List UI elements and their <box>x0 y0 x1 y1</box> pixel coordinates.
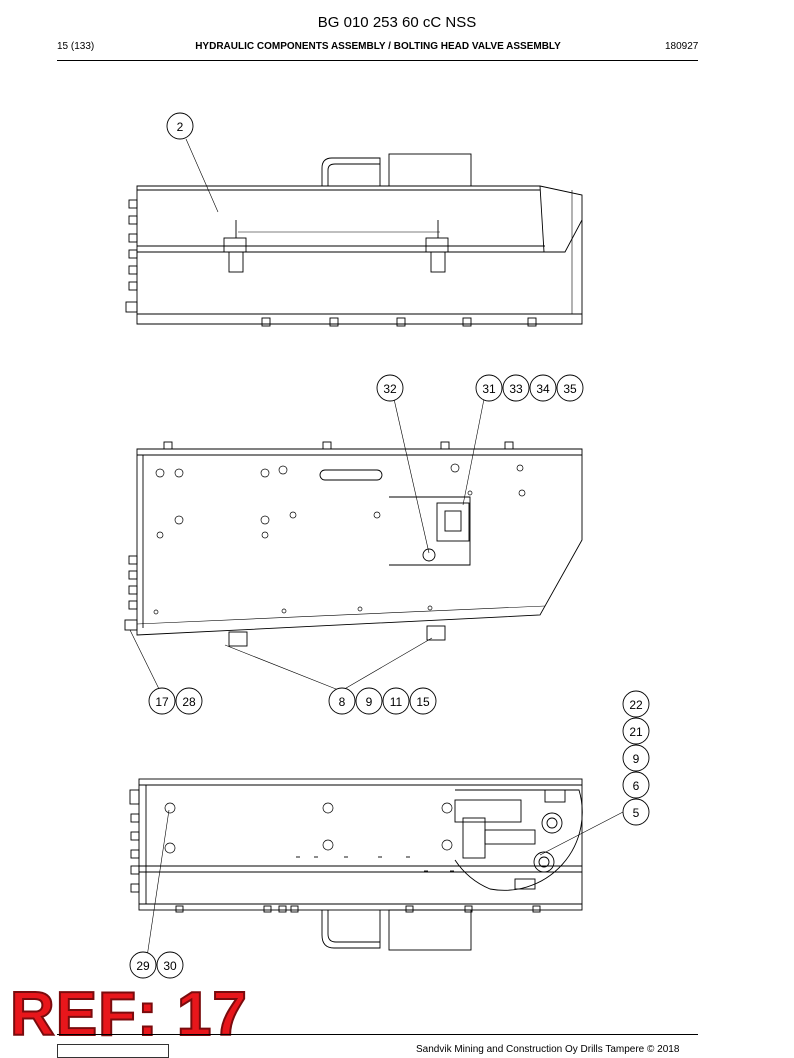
balloon-21: 21 <box>622 717 650 745</box>
balloon-9: 9 <box>355 687 383 715</box>
svg-text:6: 6 <box>633 779 640 793</box>
svg-text:11: 11 <box>390 695 403 709</box>
section-title: HYDRAULIC COMPONENTS ASSEMBLY / BOLTING … <box>195 41 561 52</box>
svg-text:5: 5 <box>633 806 640 820</box>
page-number: 15 (133) <box>57 41 95 52</box>
side-view <box>125 138 583 327</box>
header-rule <box>57 60 698 61</box>
balloon-2: 2 <box>166 112 194 140</box>
svg-text:32: 32 <box>383 382 397 396</box>
balloon-29: 29 <box>129 951 157 979</box>
footer-copyright: Sandvik Mining and Construction Oy Drill… <box>416 1044 680 1055</box>
svg-text:34: 34 <box>536 382 550 396</box>
balloon-33: 33 <box>502 374 530 402</box>
svg-text:35: 35 <box>563 382 577 396</box>
balloon-35: 35 <box>556 374 584 402</box>
svg-text:33: 33 <box>509 382 523 396</box>
svg-text:17: 17 <box>155 695 169 709</box>
svg-text:31: 31 <box>482 382 496 396</box>
balloon-31: 31 <box>475 374 503 402</box>
svg-text:21: 21 <box>629 725 643 739</box>
balloon-30: 30 <box>156 951 184 979</box>
svg-text:30: 30 <box>163 959 177 973</box>
balloon-6: 6 <box>622 771 650 799</box>
svg-text:29: 29 <box>136 959 150 973</box>
svg-text:8: 8 <box>339 695 346 709</box>
document-title: BG 010 253 60 cC NSS <box>317 14 477 31</box>
balloon-15: 15 <box>409 687 437 715</box>
svg-text:9: 9 <box>366 695 373 709</box>
balloon-8: 8 <box>328 687 356 715</box>
balloon-11: 11 <box>382 687 410 715</box>
svg-text:15: 15 <box>416 695 430 709</box>
footer-rule <box>57 1034 698 1035</box>
balloon-9: 9 <box>622 744 650 772</box>
balloon-5: 5 <box>622 798 650 826</box>
balloon-22: 22 <box>622 690 650 718</box>
svg-text:2: 2 <box>177 120 184 134</box>
bottom-view <box>129 778 624 958</box>
svg-text:28: 28 <box>182 695 196 709</box>
balloon-28: 28 <box>175 687 203 715</box>
top-view <box>124 398 583 692</box>
balloon-32: 32 <box>376 374 404 402</box>
date-code: 180927 <box>665 41 699 52</box>
svg-text:22: 22 <box>629 698 643 712</box>
ref-stamp: REF: 17 <box>9 980 248 1049</box>
balloon-34: 34 <box>529 374 557 402</box>
svg-text:9: 9 <box>633 752 640 766</box>
company-logo <box>57 1044 169 1058</box>
balloon-17: 17 <box>148 687 176 715</box>
